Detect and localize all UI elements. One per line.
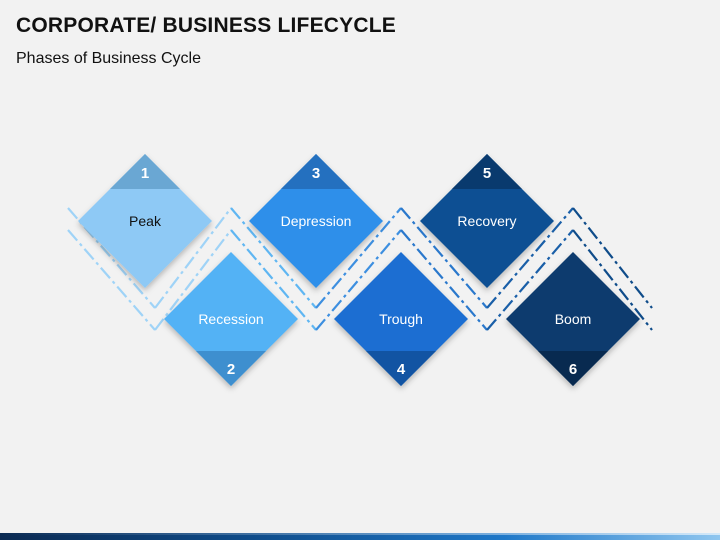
phase-number: 3 (312, 165, 320, 182)
connector-line (572, 207, 653, 309)
phase-label: Trough (379, 311, 423, 327)
phase-number-cap (366, 351, 436, 386)
zigzag-connectors (67, 207, 653, 331)
phase-number: 2 (227, 361, 235, 378)
phase-label: Recovery (457, 213, 516, 229)
connector-line (486, 229, 574, 331)
bottom-accent-bar (0, 533, 720, 540)
phase-number: 6 (569, 361, 577, 378)
connector-line (67, 229, 156, 331)
connector-line (154, 229, 232, 331)
phase-label: Recession (198, 311, 263, 327)
phase-label: Depression (281, 213, 352, 229)
phase-number-cap (281, 154, 351, 189)
slide-subtitle: Phases of Business Cycle (16, 50, 201, 67)
phase-label: Peak (129, 213, 162, 229)
phase-label: Boom (555, 311, 592, 327)
phase-6: 6 Boom (506, 252, 640, 386)
phase-number-cap (110, 154, 180, 189)
phase-number: 1 (141, 165, 149, 182)
phase-number-cap (196, 351, 266, 386)
phase-number: 4 (397, 361, 406, 378)
connector-line (230, 207, 317, 309)
phase-number-cap (538, 351, 608, 386)
connector-line (315, 207, 402, 309)
connector-line (486, 207, 574, 309)
phase-4: 4 Trough (334, 252, 468, 386)
connector-line (572, 229, 653, 331)
phase-number: 5 (483, 165, 491, 182)
phase-2: 2 Recession (164, 252, 298, 386)
connector-line (400, 207, 488, 309)
slide-title: CORPORATE/ BUSINESS LIFECYCLE (16, 14, 396, 37)
connector-line (230, 229, 317, 331)
connector-line (154, 207, 232, 309)
connector-line (67, 207, 156, 309)
phase-number-cap (452, 154, 522, 189)
connector-line (315, 229, 402, 331)
connector-line (400, 229, 488, 331)
